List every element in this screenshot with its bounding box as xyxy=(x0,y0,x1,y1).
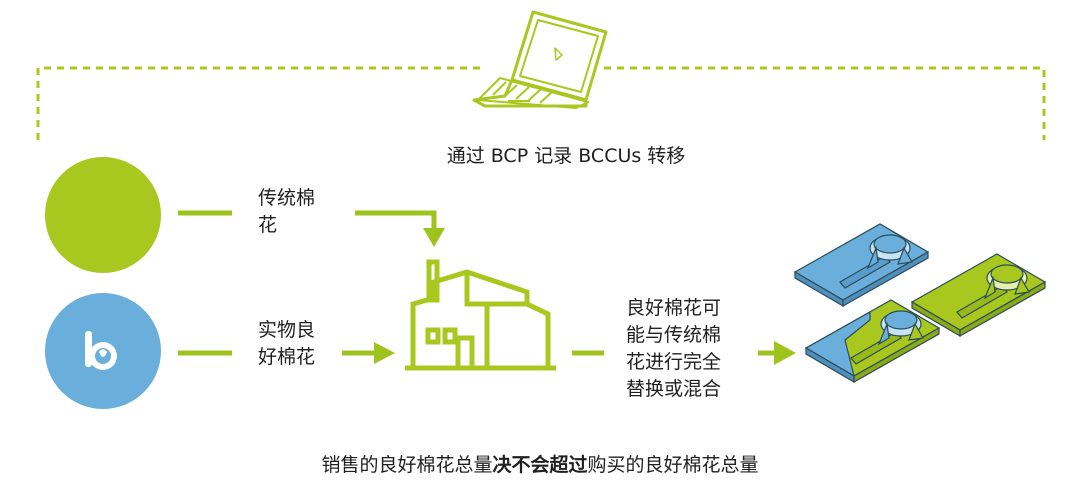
footer-emphasis: 决不会超过 xyxy=(492,454,588,476)
mixing-label-line-4: 替换或混合 xyxy=(626,378,722,400)
arrow-right-to-shirts xyxy=(758,341,796,365)
conventional-label-line-1: 传统棉 xyxy=(258,187,316,209)
bcp-transfer-caption: 通过 BCP 记录 BCCUs 转移 xyxy=(432,143,700,170)
physical-better-cotton-label: 实物良 好棉花 xyxy=(258,317,338,371)
mixing-label: 良好棉花可 能与传统棉 花进行完全 替换或混合 xyxy=(626,295,738,403)
footer-statement: 销售的良好棉花总量决不会超过购买的良好棉花总量 xyxy=(0,452,1080,479)
shirt-icon xyxy=(793,223,1047,384)
mixing-label-line-2: 能与传统棉 xyxy=(626,324,722,346)
arrow-right-to-factory xyxy=(342,342,395,364)
dashed-transfer-path xyxy=(36,66,1046,140)
footer-part-1: 销售的良好棉花总量 xyxy=(321,454,493,476)
footer-part-2: 购买的良好棉花总量 xyxy=(587,454,759,476)
mixing-label-line-3: 花进行完全 xyxy=(626,351,722,373)
laptop-icon xyxy=(472,10,608,109)
mixing-label-line-1: 良好棉花可 xyxy=(626,297,722,319)
physical-label-line-2: 好棉花 xyxy=(258,346,316,368)
arrow-down-to-factory xyxy=(355,210,445,247)
physical-label-line-1: 实物良 xyxy=(258,319,316,341)
conventional-label-line-2: 花 xyxy=(258,214,278,236)
conventional-cotton-label: 传统棉 花 xyxy=(258,185,338,239)
bci-logo-icon xyxy=(85,331,117,370)
factory-icon xyxy=(405,259,556,371)
conventional-cotton-circle xyxy=(45,157,161,273)
